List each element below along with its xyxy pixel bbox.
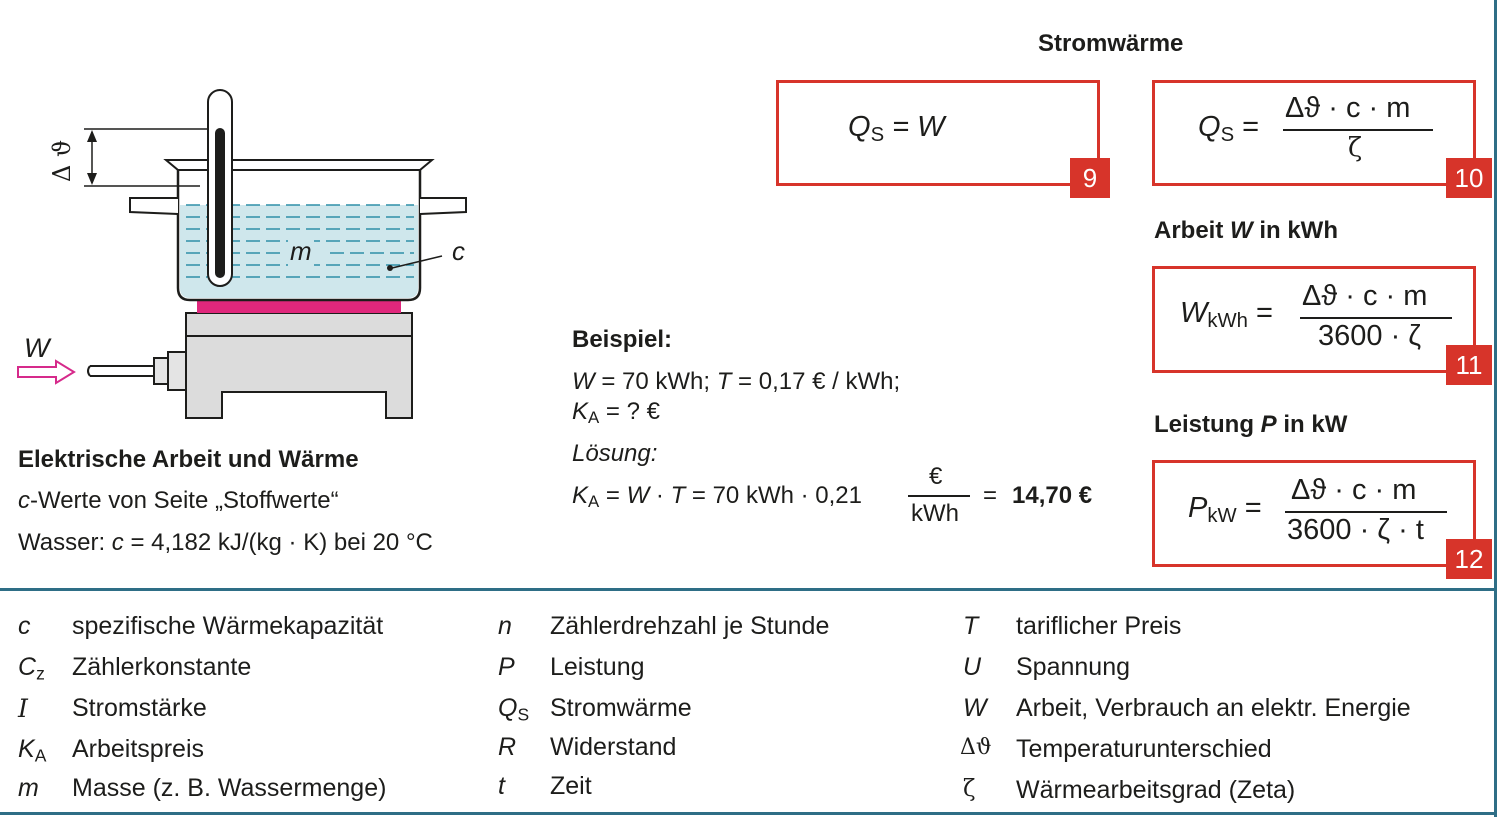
- solution-label: Lösung:: [572, 440, 658, 467]
- formula-12-fraction-bar: [1285, 511, 1447, 513]
- legend-description: Zählerkonstante: [72, 653, 252, 681]
- legend-description: Masse (z. B. Wassermenge): [72, 774, 387, 802]
- legend-symbol: U: [963, 653, 982, 681]
- legend-description: Wärmearbeitsgrad (Zeta): [1016, 776, 1296, 804]
- formula-9-expression: QS = W: [848, 111, 945, 147]
- legend-description: tariflicher Preis: [1016, 612, 1182, 640]
- example-calculation: KA = W · T = 70 kWh · 0,21: [572, 482, 862, 512]
- legend-description: Zeit: [550, 772, 592, 800]
- legend-description: spezifische Wärmekapazität: [72, 612, 384, 640]
- legend-symbol: ζ: [963, 776, 976, 802]
- legend-symbol: Δϑ: [960, 735, 992, 760]
- formula-11-numerator: Δϑ · c · m: [1302, 280, 1428, 312]
- formula-10-denominator: ζ: [1348, 133, 1363, 163]
- mass-label: m: [288, 236, 314, 267]
- legend-description: Widerstand: [550, 733, 677, 761]
- formula-10-lhs: QS =: [1198, 111, 1260, 147]
- calc-fraction-denominator: kWh: [911, 500, 959, 527]
- formula-11-denominator: 3600 · ζ: [1318, 320, 1422, 352]
- c-label: c: [452, 236, 465, 266]
- formula-box-12: [1152, 460, 1476, 567]
- heading-arbeit: Arbeit W in kWh: [1154, 217, 1338, 244]
- legend-symbol: c: [18, 612, 31, 640]
- legend-description: Spannung: [1016, 653, 1131, 681]
- legend-symbol: n: [498, 612, 512, 640]
- frame-border-right: [1494, 0, 1497, 817]
- legend-symbol: I: [18, 694, 28, 723]
- figure-caption-title: Elektrische Arbeit und Wärme: [18, 446, 359, 473]
- figure-caption-line3: Wasser: c = 4,182 kJ/(kg · K) bei 20 °C: [18, 529, 433, 556]
- formula-number-9: 9: [1070, 158, 1110, 198]
- formula-10-fraction-bar: [1283, 129, 1433, 131]
- legend-symbol: R: [498, 733, 517, 761]
- formula-12-numerator: Δϑ · c · m: [1291, 474, 1417, 506]
- section-divider: [0, 588, 1497, 591]
- formula-number-10: 10: [1446, 158, 1492, 198]
- legend-symbol: T: [963, 612, 979, 640]
- pot-on-hotplate-illustration: [17, 89, 467, 419]
- legend-symbol: W: [963, 694, 987, 722]
- legend-description: Temperaturunterschied: [1016, 735, 1272, 763]
- formula-box-10: [1152, 80, 1476, 186]
- legend-description: Arbeitspreis: [72, 735, 204, 763]
- example-title: Beispiel:: [572, 326, 673, 353]
- legend-symbol: P: [498, 653, 515, 681]
- legend-symbol: m: [18, 774, 39, 802]
- w-label: W: [24, 333, 50, 363]
- legend-description: Leistung: [550, 653, 645, 681]
- legend-description: Stromstärke: [72, 694, 207, 722]
- legend-symbol: t: [498, 772, 505, 800]
- calc-fraction-numerator: €: [929, 463, 943, 490]
- calc-fraction-bar: [908, 495, 970, 497]
- legend-description: Zählerdrehzahl je Stunde: [550, 612, 830, 640]
- example-given-line2: KA = ? €: [572, 398, 660, 428]
- formula-10-numerator: Δϑ · c · m: [1285, 92, 1411, 124]
- formula-box-11: [1152, 266, 1476, 373]
- calc-equals: =: [983, 482, 998, 509]
- frame-border-bottom: [0, 812, 1497, 815]
- formula-12-denominator: 3600 · ζ · t: [1287, 514, 1424, 546]
- heading-stromwaerme: Stromwärme: [1038, 30, 1184, 57]
- example-given-line1: W = 70 kWh; T = 0,17 € / kWh;: [572, 368, 901, 395]
- legend-symbol: KA: [18, 735, 47, 766]
- formula-12-lhs: PkW =: [1188, 492, 1262, 528]
- calc-result: 14,70 €: [1012, 482, 1093, 509]
- formula-box-9: [776, 80, 1100, 186]
- formula-number-11: 11: [1446, 345, 1492, 385]
- legend-description: Arbeit, Verbrauch an elektr. Energie: [1016, 694, 1411, 722]
- figure-caption-line2: c-Werte von Seite „Stoffwerte“: [18, 487, 339, 514]
- formula-number-12: 12: [1446, 539, 1492, 579]
- legend-symbol: Cz: [18, 653, 45, 684]
- delta-theta-label: Δ ϑ: [48, 139, 76, 182]
- formula-11-fraction-bar: [1300, 317, 1452, 319]
- formula-11-lhs: WkWh =: [1180, 297, 1273, 333]
- legend-symbol: QS: [498, 694, 530, 725]
- heading-leistung: Leistung P in kW: [1154, 411, 1348, 438]
- legend-description: Stromwärme: [550, 694, 692, 722]
